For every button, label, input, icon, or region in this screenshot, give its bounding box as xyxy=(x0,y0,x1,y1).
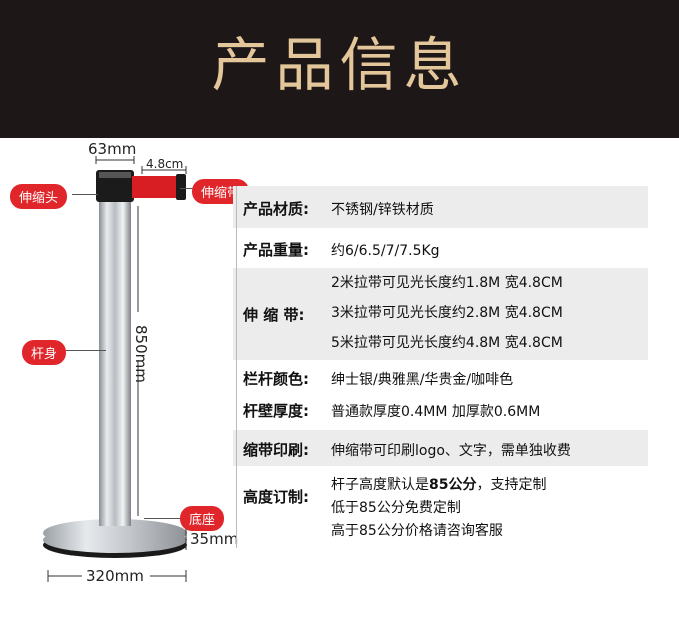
custom-line1-post: ，支持定制 xyxy=(476,477,547,493)
leader-base xyxy=(144,518,182,519)
callout-pole: 杆身 xyxy=(22,340,67,365)
spec-label-thickness: 杆壁厚度: xyxy=(243,402,309,420)
spec-value-print: 伸缩带可印刷logo、文字，需单独收费 xyxy=(331,443,571,459)
dim-base-width: 320mm xyxy=(86,567,144,585)
custom-line1-pre: 杆子高度默认是 xyxy=(331,477,429,493)
spec-row-thickness: 杆壁厚度: 普通款厚度0.4MM 加厚款0.6MM xyxy=(233,392,648,428)
spec-value-custom-1: 杆子高度默认是85公分，支持定制 xyxy=(331,474,546,494)
stanchion-head xyxy=(96,170,134,202)
spec-value-color: 绅士银/典雅黑/华贵金/咖啡色 xyxy=(331,372,514,388)
spec-label-custom: 高度订制: xyxy=(243,488,309,506)
banner-title: 产品信息 xyxy=(211,31,468,99)
spec-label-material: 产品材质: xyxy=(243,200,309,218)
callout-base: 底座 xyxy=(180,506,225,531)
dim-belt-width: 4.8cm xyxy=(146,157,184,171)
spec-row-color: 栏杆颜色: 绅士银/典雅黑/华贵金/咖啡色 xyxy=(233,360,648,392)
spec-value-material: 不锈钢/锌铁材质 xyxy=(331,202,434,218)
stanchion-pole xyxy=(99,196,131,526)
spec-label-belt: 伸 缩 带: xyxy=(243,306,305,324)
spec-row-custom: 高度订制: 杆子高度默认是85公分，支持定制 低于85公分免费定制 高于85公分… xyxy=(233,468,648,548)
spec-row-print: 缩带印刷: 伸缩带可印刷logo、文字，需单独收费 xyxy=(233,430,648,466)
leader-pole xyxy=(66,350,106,351)
callout-head: 伸缩头 xyxy=(10,184,68,209)
spec-value-belt-3: 5米拉带可见光长度约4.8M 宽4.8CM xyxy=(331,335,563,351)
dim-base-height: 35mm xyxy=(190,530,239,548)
leader-belt xyxy=(180,188,194,189)
spec-value-custom-2: 低于85公分免费定制 xyxy=(331,500,461,516)
spec-row-belt: 伸 缩 带: 2米拉带可见光长度约1.8M 宽4.8CM 3米拉带可见光长度约2… xyxy=(233,268,648,360)
spec-table: 产品材质: 不锈钢/锌铁材质 产品重量: 约6/6.5/7/7.5Kg 伸 缩 … xyxy=(233,186,648,548)
spec-row-material: 产品材质: 不锈钢/锌铁材质 xyxy=(233,186,648,228)
leader-head xyxy=(72,194,98,195)
spec-label-weight: 产品重量: xyxy=(243,241,309,259)
spec-label-color: 栏杆颜色: xyxy=(243,370,309,388)
dim-top-width: 63mm xyxy=(88,140,137,158)
dim-height: 850mm xyxy=(132,325,150,383)
spec-value-thickness: 普通款厚度0.4MM 加厚款0.6MM xyxy=(331,404,541,420)
spec-value-weight: 约6/6.5/7/7.5Kg xyxy=(331,243,440,259)
spec-label-print: 缩带印刷: xyxy=(243,441,309,459)
spec-value-custom-3: 高于85公分价格请咨询客服 xyxy=(331,523,503,539)
spec-value-belt-2: 3米拉带可见光长度约2.8M 宽4.8CM xyxy=(331,305,563,321)
table-divider xyxy=(236,186,237,548)
belt xyxy=(132,174,186,200)
spec-row-weight: 产品重量: 约6/6.5/7/7.5Kg xyxy=(233,228,648,268)
spec-value-belt-1: 2米拉带可见光长度约1.8M 宽4.8CM xyxy=(331,275,563,291)
header-banner: 产品信息 xyxy=(0,0,679,138)
custom-line1-bold: 85公分 xyxy=(429,477,477,493)
